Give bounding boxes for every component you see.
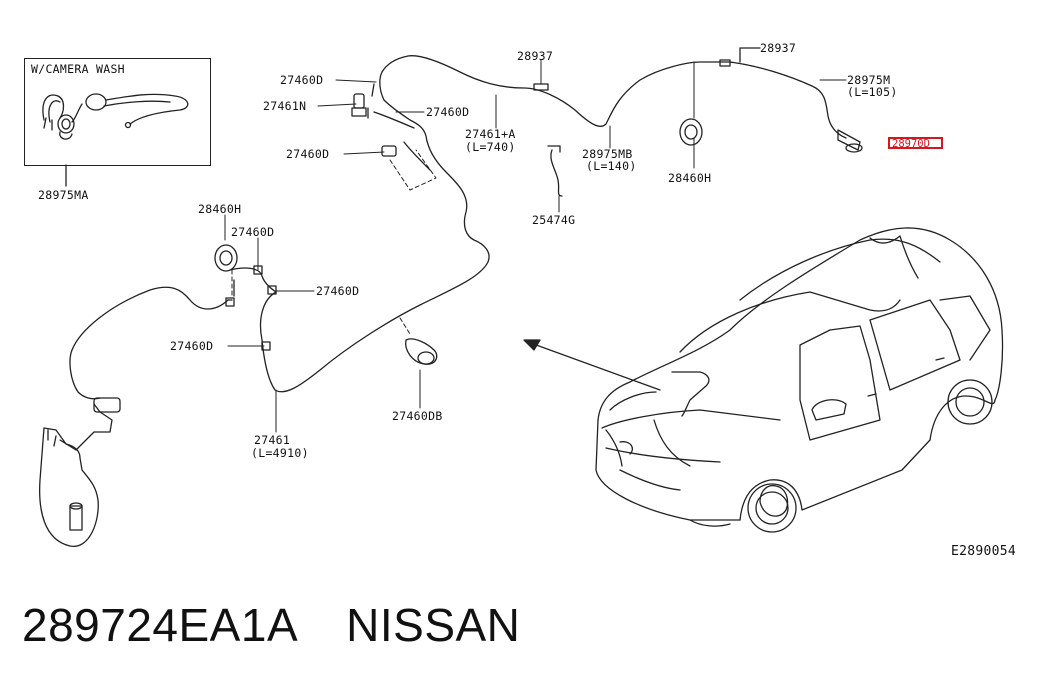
part-caption: 289724EA1A NISSAN: [22, 598, 520, 652]
label-27460d-4: 27460D: [231, 225, 275, 239]
connector-components: [214, 59, 863, 365]
parts-diagram: W/CAMERA WASH 28975MA 27460D 27461N 2746…: [24, 41, 1017, 559]
label-27461: 27461: [254, 433, 291, 447]
label-27460d-3: 27460D: [286, 147, 330, 161]
label-27461n: 27461N: [263, 99, 307, 113]
label-25474g: 25474G: [532, 213, 576, 227]
vehicle-illustration: [595, 227, 1004, 533]
camera-wash-inset: W/CAMERA WASH: [24, 58, 211, 166]
camera-wash-hose-illustration: [42, 93, 189, 140]
drawing-id: E2890054: [951, 544, 1017, 559]
label-27461a: 27461+A: [465, 127, 516, 141]
label-28460h-2: 28460H: [198, 202, 242, 216]
leader-lines: [224, 47, 847, 433]
brand-name: NISSAN: [346, 599, 521, 651]
label-27460d-2: 27460D: [426, 105, 470, 119]
label-27460d-5: 27460D: [316, 284, 360, 298]
label-27461-length: (L=4910): [251, 446, 309, 460]
part-number: 289724EA1A: [22, 599, 299, 651]
label-28937-a: 28937: [517, 49, 554, 63]
label-28975mb: 28975MB: [582, 147, 633, 161]
washer-tank: [39, 397, 121, 547]
location-arrow: [523, 339, 661, 391]
label-27461a-length: (L=740): [465, 140, 516, 154]
highlighted-part-label: 28970D: [892, 138, 930, 150]
label-28937-b: 28937: [760, 41, 797, 55]
label-28975m-length: (L=105): [847, 85, 898, 99]
label-27460db: 27460DB: [392, 409, 443, 423]
label-27460d-6: 27460D: [170, 339, 214, 353]
label-27460d-1: 27460D: [280, 73, 324, 87]
label-28975m: 28975M: [847, 73, 891, 87]
highlighted-part-28970d[interactable]: 28970D: [888, 137, 943, 150]
inset-title: W/CAMERA WASH: [31, 62, 125, 76]
label-28975mb-length: (L=140): [586, 159, 637, 173]
diagram-drawing: [39, 47, 1004, 547]
label-28975ma: 28975MA: [38, 188, 89, 202]
label-28460h-1: 28460H: [668, 171, 712, 185]
